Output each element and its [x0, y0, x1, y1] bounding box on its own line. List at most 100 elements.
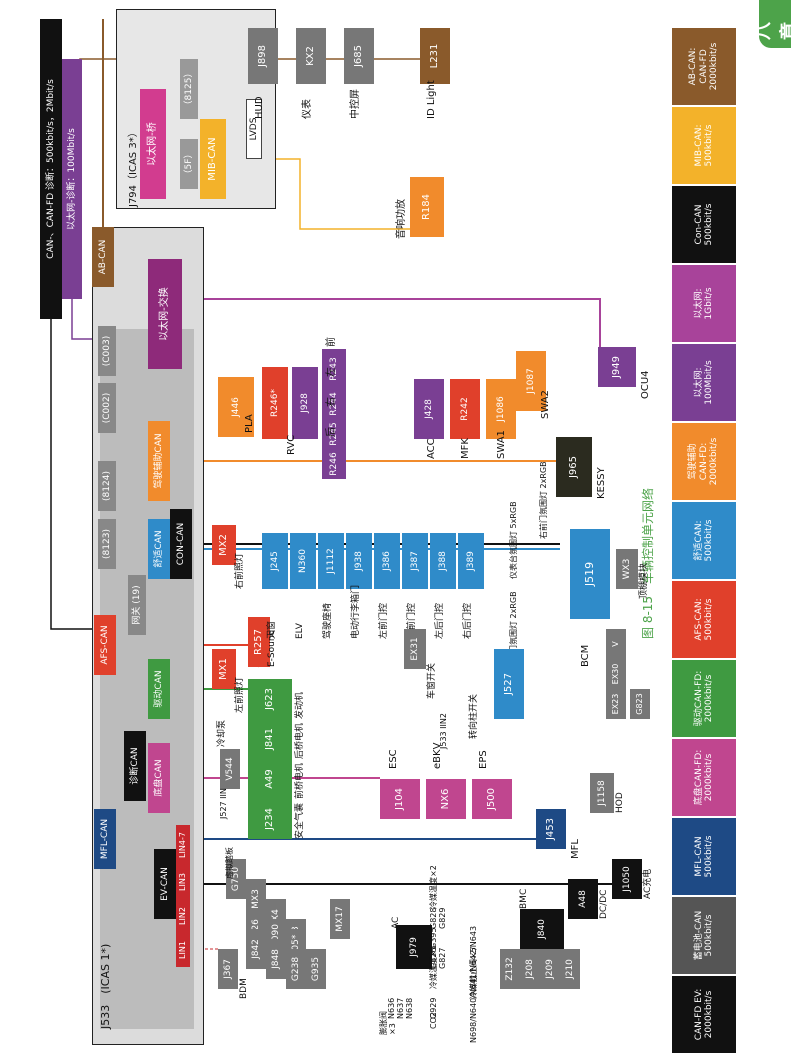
mfl-j1158: J1158 — [590, 773, 614, 813]
bcm-g823: G823 — [630, 689, 650, 719]
comfort-node-J245: J245 — [262, 533, 288, 589]
ev-cold3: 冷媒温度×3 — [429, 945, 438, 989]
l231-box: L231 — [420, 28, 450, 84]
chassis-esc: ESC — [388, 749, 399, 769]
comfort-node-J386: J386 — [374, 533, 400, 589]
l231-label: ID Light — [426, 80, 437, 119]
ev-node-J979: J979 — [396, 925, 432, 969]
lin1-tag: LIN1 — [176, 933, 190, 967]
assist-node-R242: R242 — [450, 379, 480, 439]
bcm-ex30: EX30 — [606, 659, 626, 689]
wire-eth1g — [180, 298, 601, 369]
legend-item: 舒适CAN: 500kbit/s — [672, 502, 736, 579]
lin47-tag: LIN4-7 — [176, 825, 190, 865]
ev-ac: AC — [391, 916, 401, 929]
comfort-label-J1112: 驾驶座椅 — [323, 602, 333, 639]
chassis-j500: J500 — [472, 779, 512, 819]
swa2-label: SWA2 — [540, 390, 551, 419]
ev-node-J848: J848 — [266, 939, 286, 979]
legend-item: 驾驶辅助 CAN-FD: 2000kbit/s — [672, 423, 736, 500]
legend-item: AB-CAN: CAN-FD 2000kbit/s — [672, 28, 736, 105]
drive-v544: V544 — [220, 749, 240, 789]
ev-node-Z132: Z132 — [500, 949, 520, 989]
bcm-j519: J519 — [570, 529, 610, 619]
pla-label: PLA — [244, 414, 255, 433]
ev-node-J842: J842 — [246, 929, 266, 969]
afs-mx1: MX1 — [212, 649, 236, 689]
legend-item: 以太网: 1Gbit/s — [672, 265, 736, 342]
bcm-dash: 仪表台氛围灯 5xRGB — [509, 501, 518, 579]
kessy-box: J965 — [556, 437, 592, 497]
lin3-tag: LIN3 — [176, 865, 190, 899]
comfort-node-J1112: J1112 — [318, 533, 344, 589]
comfort-node-N360: N360 — [290, 533, 316, 589]
bcm-wx3: WX3 — [616, 549, 638, 589]
drive-node-J234: J234 — [248, 799, 292, 839]
legend-item: MIB-CAN: 500kbit/s — [672, 107, 736, 184]
lin2-tag: LIN2 — [176, 899, 190, 933]
gateway-19-tab: 网关 (19) — [128, 575, 146, 635]
mib-can-tab: MIB-CAN — [200, 119, 226, 199]
comfort-can-tab: 舒适CAN — [148, 519, 170, 579]
drive-v544-label: 冷却泵 — [217, 719, 227, 747]
front-label: 前 — [326, 337, 337, 347]
chassis-can-tab: 底盘CAN — [148, 743, 170, 813]
afs-can-tab: AFS-CAN — [94, 615, 116, 675]
kx2-box: KX2 — [296, 28, 326, 84]
mfk-label: MFK — [460, 438, 471, 459]
j949-label: OCU4 — [640, 370, 651, 399]
comfort-ex31-label: 车窗开关 — [427, 662, 437, 699]
ev-node-G935: G935 — [306, 949, 326, 989]
ev-cold5: 冷媒截止阀×5 — [469, 947, 478, 999]
can-diag-label: CAN-、CAN-FD 诊断：500kbit/s，2Mbit/s — [40, 19, 62, 319]
legend-item: MFL-CAN 500kbit/s — [672, 818, 736, 895]
drive-node-J841: J841 — [248, 719, 292, 759]
legend-item: 底盘CAN-FD: 2000kbit/s — [672, 739, 736, 816]
ev-node-J840: J840 — [520, 909, 564, 949]
legend-item: Con-CAN 500kbit/s — [672, 186, 736, 263]
chassis-nx6: NX6 — [426, 779, 466, 819]
c003-tab: (C003) — [98, 326, 116, 376]
mfl-hod: HOD — [615, 792, 625, 813]
comfort-label-J245: 天窗 — [267, 620, 277, 639]
legend-item: AFS-CAN: 500kbit/s — [672, 581, 736, 658]
rear-label: 后 — [326, 427, 337, 437]
ev-j533in2: J533 IIN2 — [439, 713, 448, 749]
hud-box: J898 — [248, 28, 278, 84]
drive-can-tab: 驱动CAN — [148, 659, 170, 719]
c8123-tab: (8123) — [98, 519, 116, 569]
drive-node-J623: J623 — [248, 679, 292, 719]
chassis-eps: EPS — [478, 750, 489, 769]
comfort-label-N360: ELV — [295, 623, 305, 639]
afs-mx2: MX2 — [212, 525, 236, 565]
swa1-label: SWA1 — [496, 430, 507, 459]
ev-g929: G929 — [429, 997, 438, 1019]
icas3-title: J794（ICAS 3*） — [128, 127, 139, 207]
kessy-label: KESSY — [596, 467, 607, 499]
eth-diag-label: 以太网-诊断：100Mbit/s — [62, 59, 82, 299]
comfort-ex31: EX31 — [404, 629, 426, 669]
ev-node-G238: G238 — [286, 949, 306, 989]
ev-dcdc: DC/DC — [599, 889, 609, 919]
right-label: 右 — [326, 397, 337, 407]
ev-node-A48: A48 — [568, 879, 598, 919]
chapter-tab: 八章 — [753, 0, 791, 48]
c5f-tag: （5F） — [180, 139, 198, 189]
ev-expand: 膨胀阀 ×3 — [379, 1011, 397, 1035]
chassis-j527-label: 转向柱开关 — [469, 693, 479, 739]
ev-bdm: BDM — [239, 978, 249, 999]
c002-tab: (C002) — [98, 383, 116, 433]
bcm-v: V — [606, 629, 626, 659]
comfort-node-J388: J388 — [430, 533, 456, 589]
drive-node-A49: A49 — [248, 759, 292, 799]
ev-cold2: 冷媒温度×2 — [429, 865, 438, 909]
comfort-node-J387: J387 — [402, 533, 428, 589]
ev-j527in: J527 IIN — [219, 788, 228, 819]
chassis-j527: J527 — [494, 649, 524, 719]
left-label: 左 — [326, 367, 337, 377]
assist-node-R246: R246 — [322, 449, 346, 479]
assist-node-J928: J928 — [292, 367, 318, 439]
comfort-label-J938: 电动行李箱门 — [351, 584, 361, 639]
ev-can-tab: EV-CAN — [154, 849, 176, 919]
